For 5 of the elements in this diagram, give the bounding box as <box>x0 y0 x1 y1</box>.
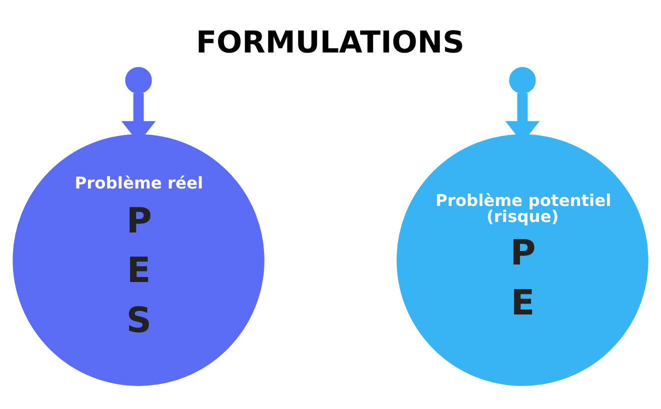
node-circle: Problème réel P E S <box>12 134 264 386</box>
diagram-title: FORMULATIONS <box>196 24 464 60</box>
node-circle: Problème potentiel (risque) P E <box>396 134 648 386</box>
node-circle <box>125 66 152 94</box>
node-circle <box>509 66 536 94</box>
